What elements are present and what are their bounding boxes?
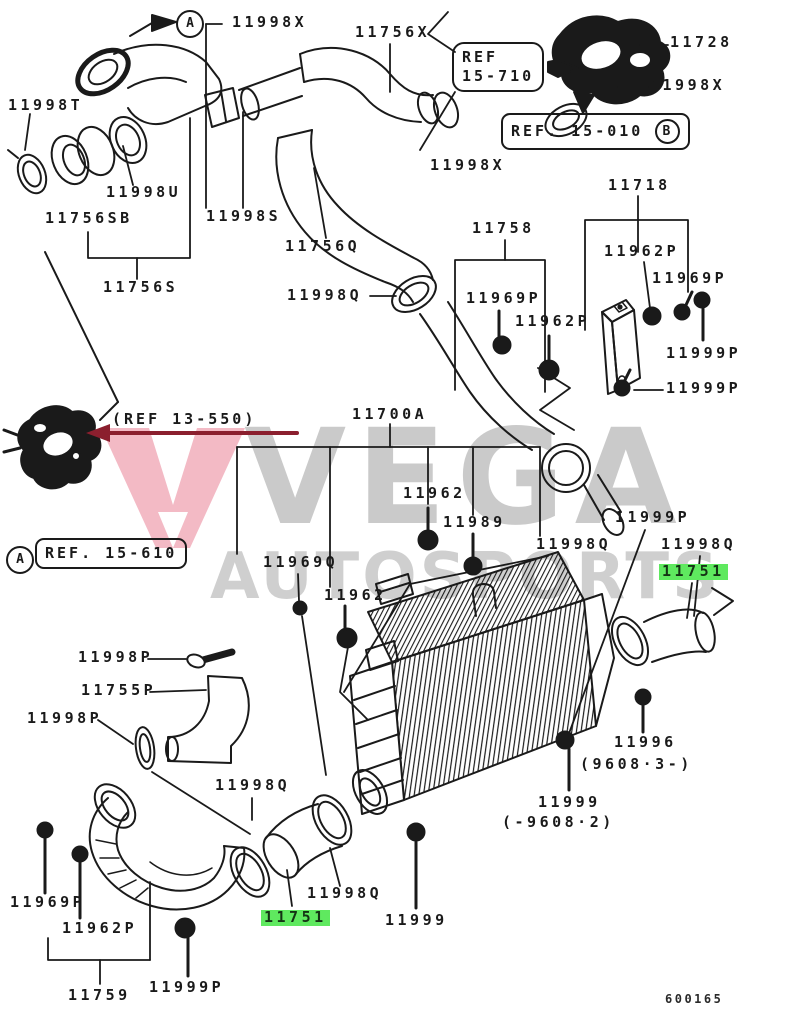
part-label: 11751	[261, 909, 330, 926]
view-a-arrow	[129, 14, 177, 37]
watermark-text: VEGA	[244, 401, 687, 555]
part-label: 11969P	[466, 289, 542, 307]
part-label: 11996	[614, 733, 677, 751]
part-label: 600165	[665, 992, 724, 1006]
part-label: 11998Q	[215, 776, 291, 794]
part-label: 11751	[659, 563, 728, 580]
intercooler-core	[349, 551, 615, 815]
part-label: 11755P	[81, 681, 157, 699]
part-label: 11969P	[652, 269, 728, 287]
part-label: 11998S	[206, 207, 282, 225]
part-label: (9608·3-)	[580, 755, 693, 773]
ref-box-15-610: REF. 15-610	[35, 538, 188, 569]
hose-11756q	[275, 129, 437, 313]
part-label: 11962	[403, 484, 466, 502]
hose-11751-right	[610, 587, 734, 667]
ref-box-15-710: REF 15-710	[452, 42, 545, 92]
part-label: 11718	[608, 176, 671, 194]
circled-a-marker: A	[6, 546, 34, 574]
intercooler-inlet-pipe	[419, 301, 625, 536]
ref-13-550-arrow	[86, 424, 299, 442]
part-label: 11998U	[106, 183, 182, 201]
ref-box-15-010: REF. 15-010 B	[501, 113, 691, 150]
part-label: 11999P	[149, 978, 225, 996]
leader-lines	[24, 11, 701, 985]
turbo-elbow-assembly	[7, 43, 303, 195]
part-label: 11759	[68, 986, 131, 1004]
part-label: 11962P	[62, 919, 138, 937]
part-label: 11998Q	[536, 535, 612, 553]
part-label: 11998X	[430, 156, 506, 174]
part-label: 11969P	[10, 893, 86, 911]
part-label: 11700A	[352, 405, 428, 423]
part-label: 11728	[670, 33, 733, 51]
bottom-hose-chain	[88, 783, 353, 911]
part-label: 11999P	[615, 508, 691, 526]
part-label: 11999P	[666, 344, 742, 362]
part-label: 11756S	[103, 278, 179, 296]
part-label: 11756SB	[45, 209, 133, 227]
part-label: 11998X	[232, 13, 308, 31]
throttle-body-part	[2, 251, 119, 490]
part-label: 11962P	[515, 312, 591, 330]
part-label: 11969Q	[263, 553, 339, 571]
small-parts-left	[134, 648, 250, 770]
part-label: 11998P	[27, 709, 103, 727]
part-label: 11998T	[8, 96, 84, 114]
part-label: (-9608·2)	[502, 813, 615, 831]
part-label: 11999P	[666, 379, 742, 397]
part-label: 11758	[472, 219, 535, 237]
part-label: 11998Q	[661, 535, 737, 553]
view-a-marker: A	[176, 10, 204, 38]
part-label: 11756Q	[285, 237, 361, 255]
part-label: 11998P	[78, 648, 154, 666]
hose-11756x	[299, 47, 460, 129]
part-label: 11989	[443, 513, 506, 531]
part-label: 11998X	[650, 76, 726, 94]
part-label: 11998Q	[287, 286, 363, 304]
ref-label-13-550: (REF 13-550)	[112, 410, 257, 428]
part-label: 11999	[538, 793, 601, 811]
part-label: 11998Q	[307, 884, 383, 902]
part-label: 11962	[324, 586, 387, 604]
part-label: 11962P	[604, 242, 680, 260]
bypass-valve-part	[544, 15, 671, 138]
circled-b-marker: B	[655, 119, 681, 144]
part-label: 11999	[385, 911, 448, 929]
part-label: 11756X	[355, 23, 431, 41]
bolts	[36, 261, 711, 978]
